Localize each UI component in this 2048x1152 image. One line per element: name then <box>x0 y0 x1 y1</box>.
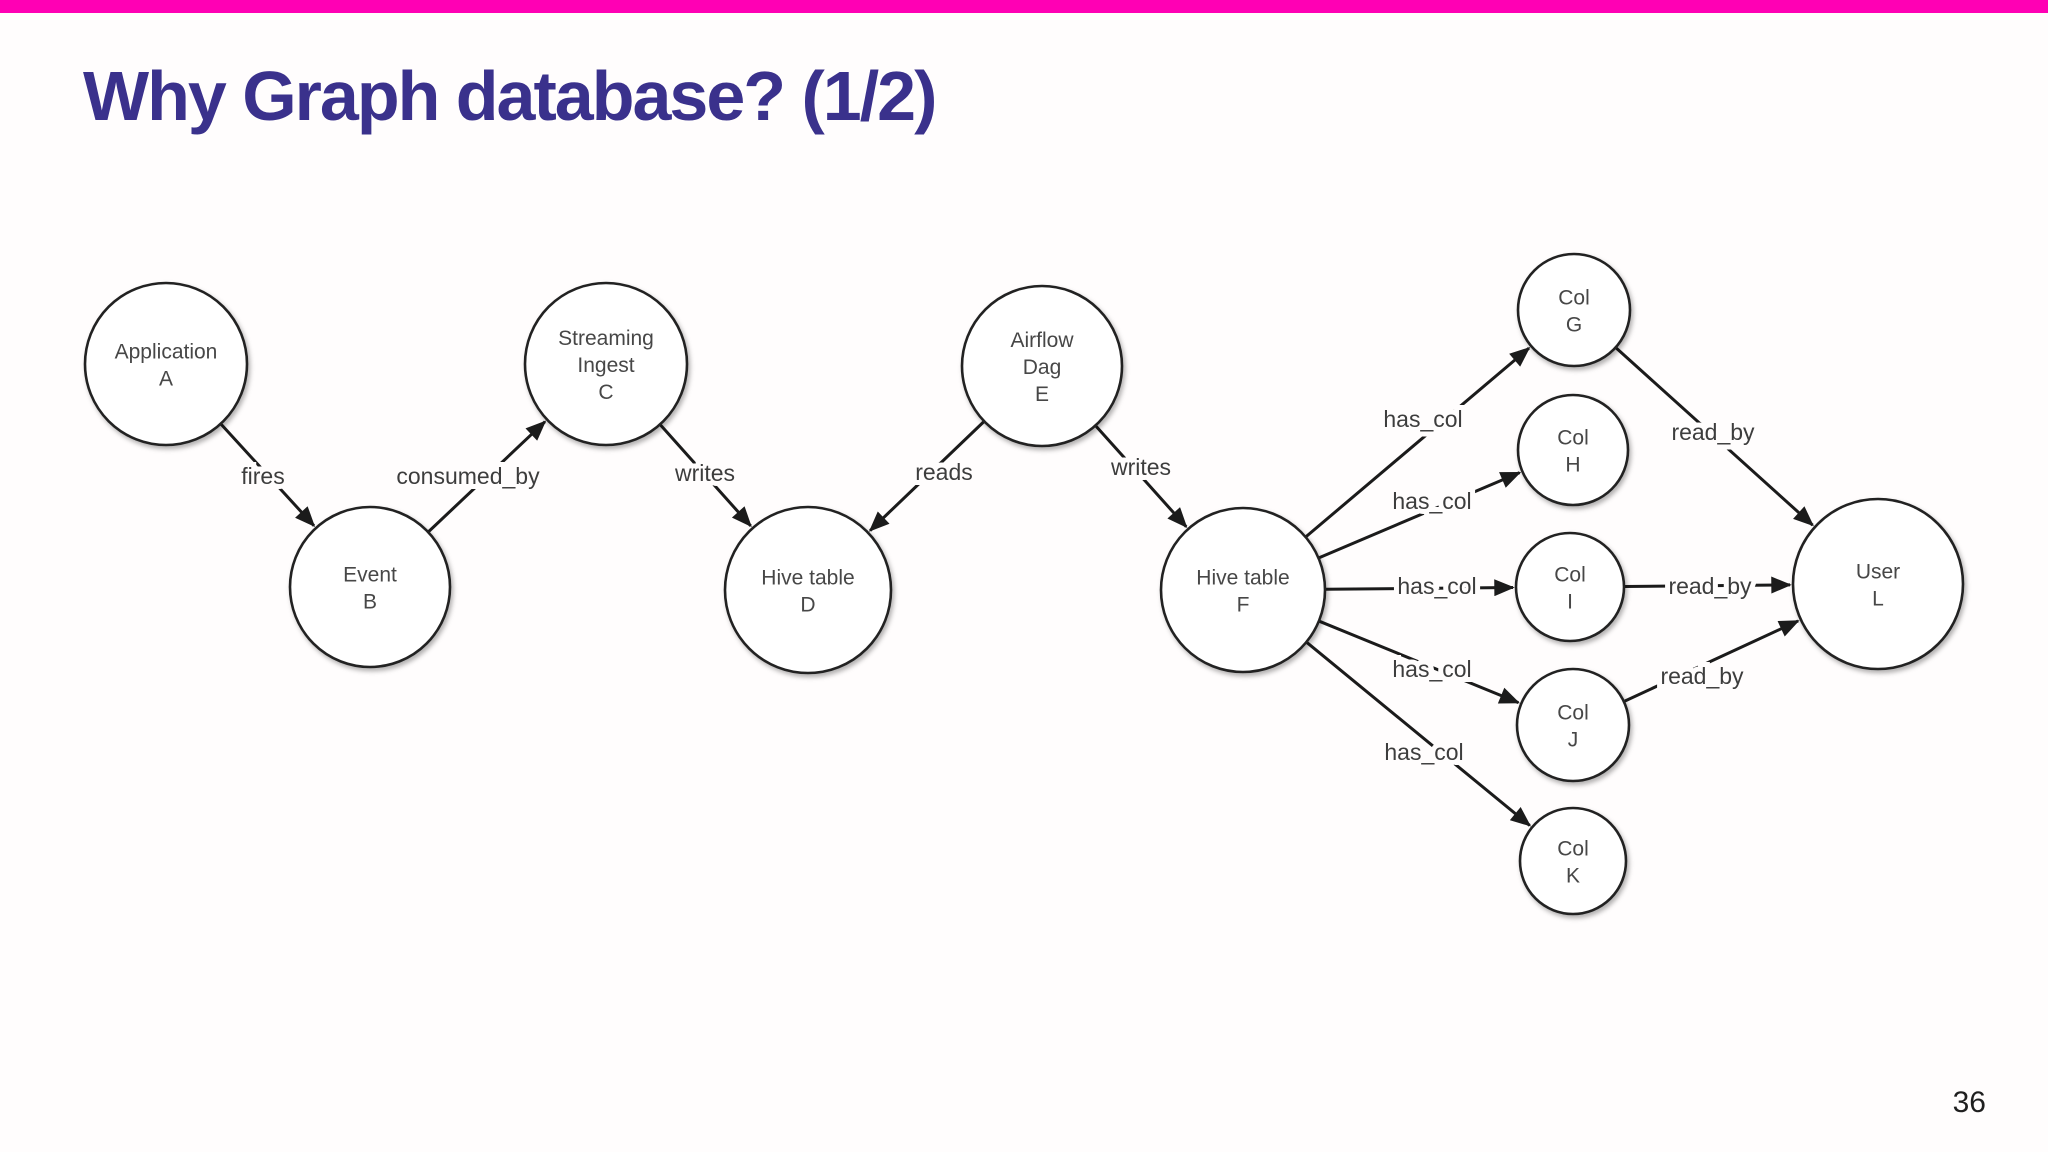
edge-I-L <box>1624 576 1792 594</box>
edge-F-H <box>1318 471 1522 559</box>
node-F <box>1159 506 1327 674</box>
edge-label-F-G: has_col <box>1383 406 1462 432</box>
edge-A-B <box>220 423 316 528</box>
node-J <box>1515 667 1631 783</box>
slide-title: Why Graph database? (1/2) <box>83 57 937 135</box>
edge-label-I-L: read_by <box>1668 573 1752 599</box>
edge-label-F-H: has_col <box>1392 488 1471 514</box>
node-K <box>1518 806 1628 916</box>
node-C <box>523 281 689 447</box>
edge-C-D <box>659 424 752 528</box>
edge-label-J-L: read_by <box>1660 663 1744 689</box>
edge-label-B-C: consumed_by <box>396 463 540 489</box>
page-number: 36 <box>1952 1086 1986 1119</box>
slide-accent-bar <box>0 0 2048 13</box>
edge-label-F-J: has_col <box>1392 656 1471 682</box>
edge-label-E-D: reads <box>915 459 973 485</box>
edge-B-C <box>427 420 547 533</box>
edge-label-F-K: has_col <box>1384 739 1463 765</box>
edge-F-J <box>1319 620 1520 705</box>
edge-E-D <box>868 420 985 532</box>
node-D <box>723 505 893 675</box>
node-H <box>1516 393 1630 507</box>
edge-F-K <box>1306 641 1532 827</box>
edge-E-F <box>1094 425 1188 529</box>
edge-label-G-L: read_by <box>1671 419 1755 445</box>
edge-label-C-D: writes <box>674 460 735 486</box>
edge-F-G <box>1305 346 1531 538</box>
node-B <box>288 505 452 669</box>
edge-label-F-I: has_col <box>1397 573 1476 599</box>
edge-label-E-F: writes <box>1110 454 1171 480</box>
node-L <box>1791 497 1965 671</box>
node-E <box>960 284 1124 448</box>
edge-label-A-B: fires <box>241 463 284 489</box>
edge-G-L <box>1615 347 1814 527</box>
node-G <box>1516 252 1632 368</box>
edge-F-I <box>1325 579 1515 597</box>
node-I <box>1514 531 1626 643</box>
node-A <box>83 281 249 447</box>
edge-J-L <box>1624 619 1800 703</box>
